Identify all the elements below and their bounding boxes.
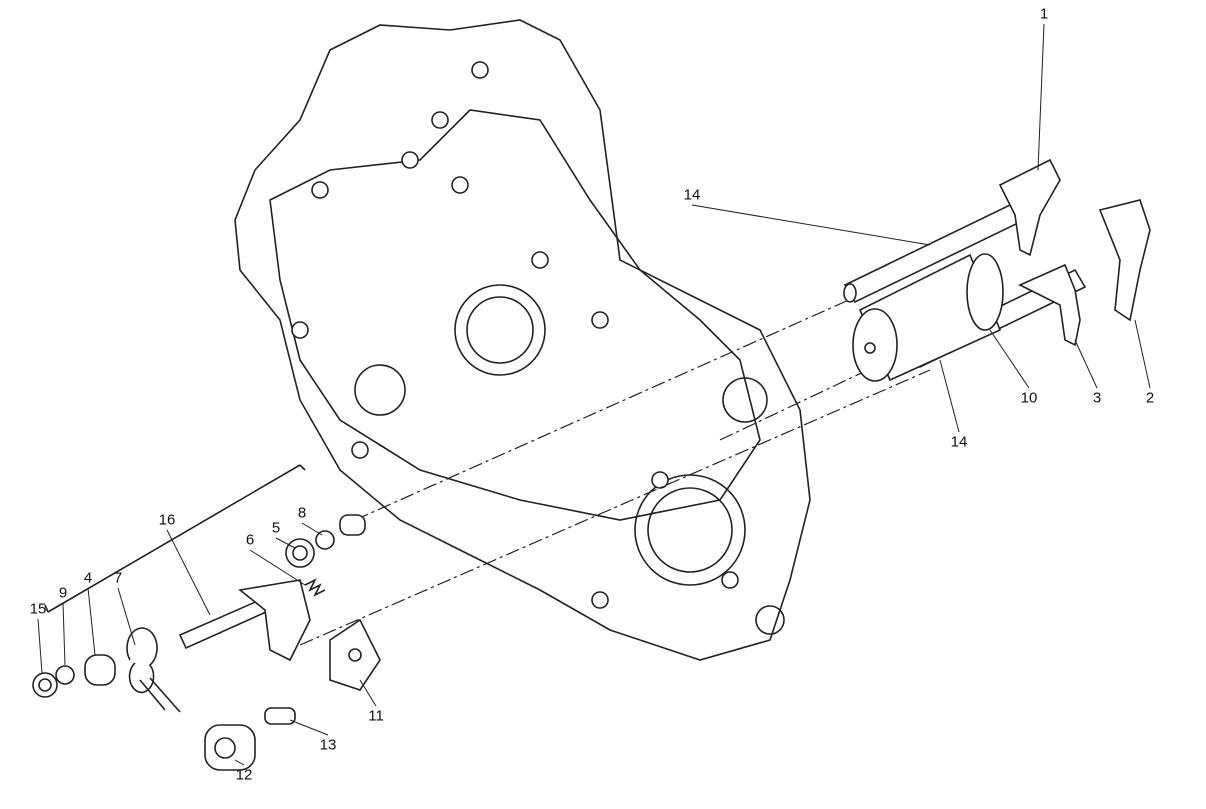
star-plate-11 [329, 618, 381, 691]
bearing-bore [454, 284, 546, 376]
callout-16: 16 [158, 511, 176, 529]
callout-14-upper: 14 [683, 186, 701, 204]
selector-arm [238, 579, 311, 662]
callout-10: 10 [1020, 389, 1038, 407]
callout-1: 1 [1039, 5, 1049, 23]
return-spring-7 [126, 627, 181, 713]
bushing-4 [84, 654, 116, 686]
callout-11: 11 [368, 707, 384, 725]
callout-4: 4 [83, 569, 93, 587]
callout-2: 2 [1145, 389, 1155, 407]
callout-5: 5 [271, 519, 281, 537]
gearchange-shaft [178, 598, 268, 650]
callout-6: 6 [245, 531, 255, 549]
screw-13 [264, 707, 296, 725]
circlip-9 [55, 665, 75, 685]
detent-lever-12 [204, 724, 256, 771]
crankcase-gasket-face [269, 109, 761, 521]
callout-9: 9 [58, 584, 68, 602]
callout-14-lower: 14 [950, 433, 968, 451]
callout-8: 8 [297, 504, 307, 522]
washer-15 [32, 672, 58, 698]
callout-7: 7 [113, 569, 123, 587]
bush [339, 514, 366, 536]
callout-3: 3 [1092, 389, 1102, 407]
callout-12: 12 [235, 766, 253, 784]
bearing-bore [722, 377, 768, 423]
selector-drum [852, 253, 1004, 382]
shift-fork-3 [1018, 263, 1081, 347]
callout-13: 13 [319, 736, 337, 754]
spring-6 [304, 578, 326, 597]
shift-fork-2 [1098, 199, 1151, 322]
seal-5 [285, 538, 315, 568]
bracket-line-16 [44, 464, 306, 613]
shift-fork-1 [998, 158, 1061, 257]
circlip-8 [315, 530, 335, 550]
callout-15: 15 [29, 600, 47, 618]
crankcase-half [234, 19, 811, 661]
